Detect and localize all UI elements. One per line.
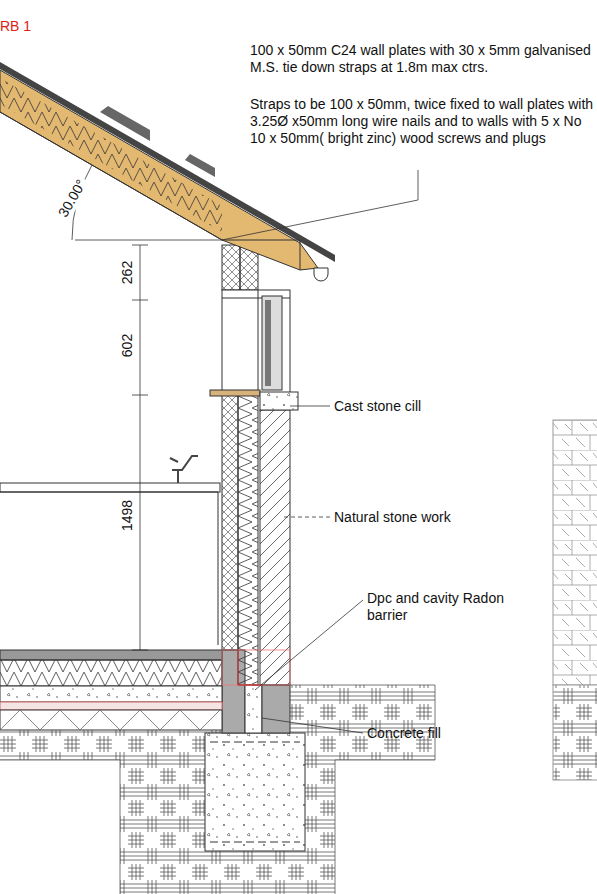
note-text: Straps to be 100 x 50mm, twice fixed to … — [250, 96, 595, 147]
sheet-ref: RB 1 — [0, 18, 60, 35]
note-text: 100 x 50mm C24 wall plates with 30 x 5mm… — [250, 42, 595, 76]
angle-dimension: 30.00° — [53, 174, 90, 221]
callout-label: Dpc and cavity Radon barrier — [367, 590, 542, 624]
callout-label: Cast stone cill — [334, 398, 534, 415]
dimension-text: 602 — [119, 331, 136, 358]
callout-label: Concrete fill — [367, 725, 517, 742]
callout-label: Natural stone work — [334, 509, 554, 526]
dimension-text: 262 — [119, 258, 136, 285]
dimension-text: 1498 — [120, 497, 137, 532]
